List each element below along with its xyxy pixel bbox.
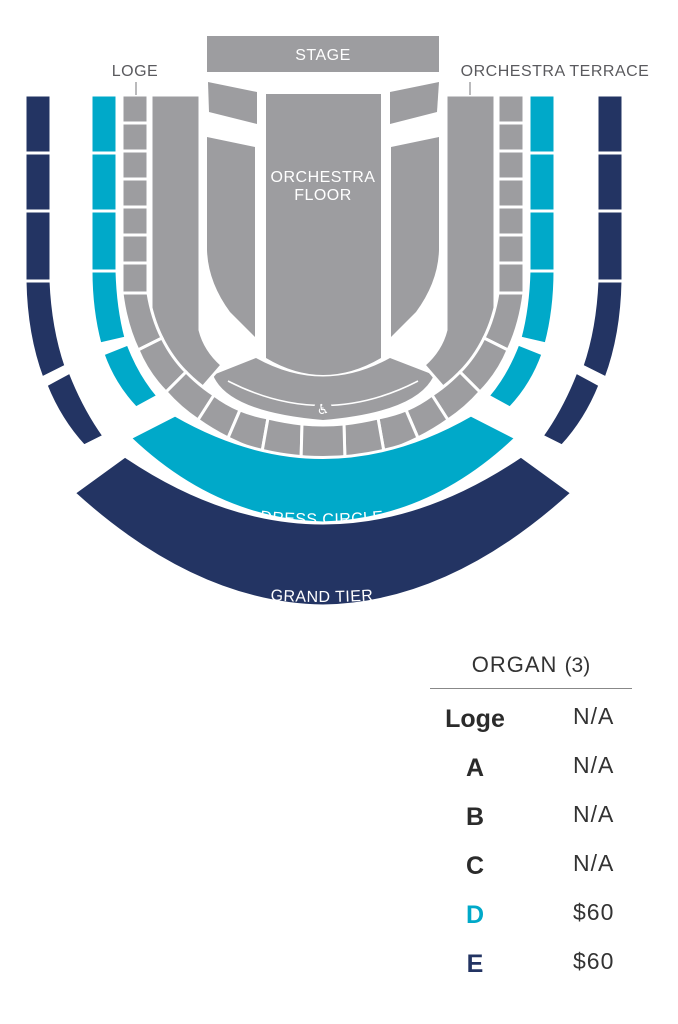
price-value: N/A <box>573 752 615 778</box>
pit-right-upper[interactable] <box>390 82 439 124</box>
dress-circle-left-side[interactable] <box>89 93 161 410</box>
orchestra-left-wedge[interactable] <box>207 137 255 337</box>
pit-left-upper[interactable] <box>208 82 257 124</box>
price-value: N/A <box>573 703 615 729</box>
price-row: A N/A <box>430 738 632 787</box>
grand-tier-right-side[interactable] <box>539 93 625 448</box>
svg-text:♿: ♿ <box>317 402 330 418</box>
price-row: C N/A <box>430 836 632 885</box>
orchestra-floor-label-1: ORCHESTRA <box>271 169 376 186</box>
price-section: E <box>466 950 484 978</box>
rear-orchestra[interactable] <box>213 358 434 420</box>
grand-tier-label: GRAND TIER <box>270 587 374 606</box>
orchestra-right-wedge[interactable] <box>391 137 439 337</box>
price-value: N/A <box>573 801 615 827</box>
wheelchair-icon: ♿ <box>314 400 332 418</box>
price-section: B <box>465 803 485 831</box>
stage[interactable] <box>207 36 439 72</box>
stage-label: STAGE <box>295 47 351 64</box>
price-row: Loge N/A <box>430 689 632 738</box>
dress-circle-right-side[interactable] <box>485 93 557 410</box>
price-section: A <box>465 754 485 782</box>
orchestra-floor[interactable] <box>266 94 381 375</box>
dress-circle[interactable] <box>127 413 519 525</box>
grand-tier-left-side[interactable] <box>23 93 107 448</box>
loge-label: LOGE <box>112 63 158 80</box>
price-value: $60 <box>573 899 615 925</box>
loge-left-boxes[interactable] <box>120 93 189 395</box>
price-row: E $60 <box>430 934 632 983</box>
terrace-right-boxes[interactable] <box>457 93 526 395</box>
zone-name: ORGAN <box>471 652 558 677</box>
price-table-title: ORGAN (3) <box>430 652 632 689</box>
rear-box-ring[interactable] <box>163 369 483 465</box>
price-row: B N/A <box>430 787 632 836</box>
price-section: C <box>465 852 485 880</box>
grand-tier[interactable] <box>71 454 575 608</box>
price-section: D <box>465 901 485 929</box>
price-section: Loge <box>445 705 505 733</box>
price-value: $60 <box>573 948 615 974</box>
price-row: D $60 <box>430 885 632 934</box>
price-value: N/A <box>573 850 615 876</box>
orchestra-terrace-label: ORCHESTRA TERRACE <box>461 63 650 80</box>
seating-chart: STAGE ORCHESTRA FLOOR ♿ <box>23 36 650 608</box>
orchestra-floor-label-2: FLOOR <box>294 187 352 204</box>
zone-count: (3) <box>564 654 591 677</box>
